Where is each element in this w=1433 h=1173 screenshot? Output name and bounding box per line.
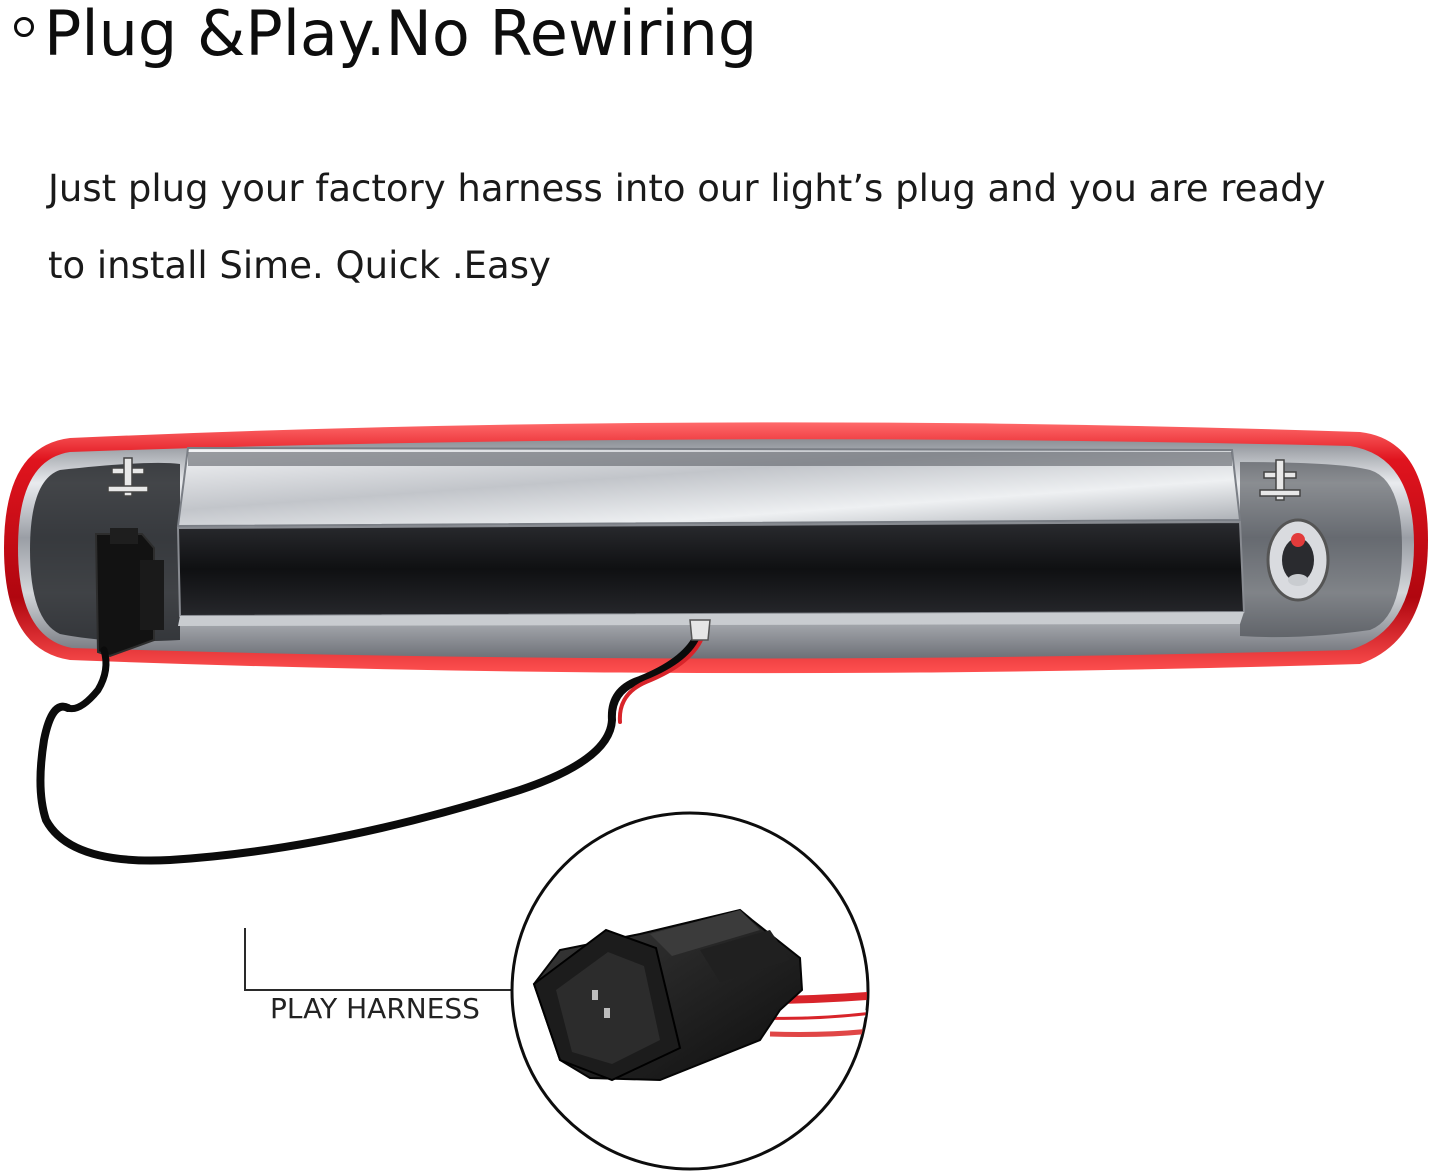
description-line-1: Just plug your factory harness into our … (48, 167, 1326, 210)
grommet (1266, 518, 1330, 602)
harness-detail-circle (510, 811, 870, 1171)
description-line-2: to install Sime. Quick .Easy (48, 244, 551, 287)
play-harness-label: PLAY HARNESS (270, 992, 480, 1025)
light-connector (94, 528, 164, 658)
wire-harness (36, 619, 711, 865)
description: Just plug your factory harness into our … (48, 150, 1418, 304)
bullet-circle-icon (14, 17, 34, 37)
mounting-stud-right (1259, 459, 1301, 501)
page-title-text: Plug &Play.No Rewiring (44, 0, 758, 70)
mounting-stud-left (107, 457, 149, 497)
chrome-reflector-strip (176, 446, 1242, 528)
page-title: Plug &Play.No Rewiring (14, 0, 757, 74)
callout-bracket (244, 928, 512, 991)
led-lens (176, 520, 1246, 626)
